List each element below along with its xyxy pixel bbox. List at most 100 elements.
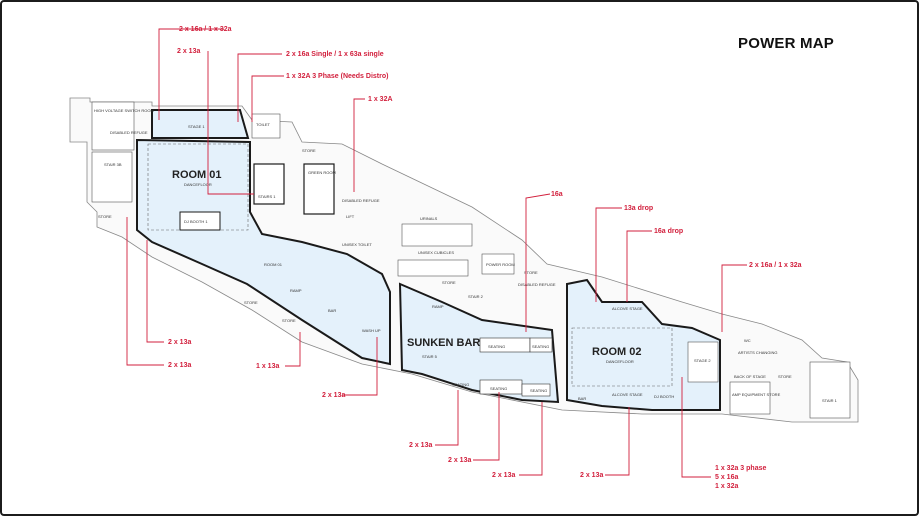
leader-line-c15: [473, 392, 500, 461]
urinals-box: [401, 223, 473, 247]
urinals-label: URINALS: [420, 216, 438, 221]
stair3b-label: STAIR 3B: [104, 162, 122, 167]
callout-c18-line2: 5 x 16a: [715, 474, 738, 481]
wc-label: WC: [744, 338, 751, 343]
leader-line-c16: [519, 402, 543, 476]
unisex-toilet-label: UNISEX TOILET: [342, 242, 372, 247]
callout-c6: 16a: [551, 191, 563, 198]
stair3b-box: [91, 151, 133, 203]
callout-c17: 2 x 13a: [580, 472, 603, 479]
leader-line-c1: [158, 28, 224, 120]
callout-c13: 2 x 13a: [322, 392, 345, 399]
leader-line-c18: [681, 377, 711, 478]
room01-label: ROOM 01: [172, 169, 222, 181]
sunken-bar-label: SUNKEN BAR: [407, 337, 480, 349]
room01-small-label: ROOM 01: [264, 262, 283, 267]
leader-line-c12: [285, 332, 301, 367]
callout-c18-line1: 1 x 32a 3 phase: [715, 465, 766, 472]
room02-dancefloor: [571, 327, 673, 387]
seating-block: [529, 337, 553, 353]
callout-c16: 2 x 13a: [492, 472, 515, 479]
callout-c14: 2 x 13a: [409, 442, 432, 449]
cubicles-box: [397, 259, 469, 277]
stair1-box: [809, 361, 851, 419]
room02-sub-label: DANCEFLOOR: [606, 359, 634, 364]
alcove-stage-top-label: ALCOVE STAGE: [612, 306, 643, 311]
store-g-label: STORE: [778, 374, 792, 379]
stair2-label: STAIR 2: [468, 294, 484, 299]
ramp2-label: RAMP: [432, 304, 444, 309]
callout-c8: 16a drop: [654, 228, 683, 235]
disabled-refuge-a-label: DISABLED REFUGE: [110, 130, 148, 135]
back-of-stage-label: BACK OF STAGE: [734, 374, 766, 379]
stairs1-core: [253, 163, 285, 205]
stage2-box: [687, 341, 719, 383]
green-room-label: GREEN ROOM: [308, 170, 336, 175]
seating3-label: SEATING: [452, 382, 469, 387]
leader-line-c4: [251, 75, 284, 122]
green-room-box: [303, 163, 335, 215]
bar2-label: BAR: [578, 396, 586, 401]
callout-c3: 2 x 16a Single / 1 x 63a single: [286, 51, 384, 58]
leader-line-c13: [342, 337, 378, 396]
wash-up-label: WASH UP: [362, 328, 381, 333]
seating-block: [521, 383, 551, 397]
callout-c10: 2 x 13a: [168, 339, 191, 346]
callout-c2: 2 x 13a: [177, 48, 200, 55]
store-e-label: STORE: [244, 300, 258, 305]
artists-changing-label: ARTISTS CHANGING: [738, 350, 778, 355]
stage2-label: STAGE 2: [694, 358, 711, 363]
hv-room-box: [91, 101, 135, 151]
stairs1-label: STAIRS 1: [258, 194, 276, 199]
leader-line-c17: [605, 407, 630, 476]
leader-line-c3: [237, 53, 282, 122]
alcove-stage-bottom-label: ALCOVE STAGE: [612, 392, 643, 397]
amp-store-box: [729, 381, 771, 415]
callout-c7: 13a drop: [624, 205, 653, 212]
store-c-label: STORE: [442, 280, 456, 285]
power-room-box: [481, 253, 515, 275]
toilet-box: [251, 113, 281, 139]
callout-c15: 2 x 13a: [448, 457, 471, 464]
stage1-area: [151, 109, 250, 139]
room01-sub-label: DANCEFLOOR: [184, 182, 212, 187]
leader-line-c7: [595, 207, 622, 302]
callout-c12: 1 x 13a: [256, 363, 279, 370]
sunken-bar-floor: [398, 282, 560, 404]
ramp-label: RAMP: [290, 288, 302, 293]
leader-line-c8: [626, 230, 652, 302]
stair1-label: STAIR 1: [822, 398, 838, 403]
lift-label: LIFT: [346, 214, 355, 219]
callout-c5: 1 x 32A: [368, 96, 393, 103]
seating1-label: SEATING: [488, 344, 505, 349]
toilet-label: TOILET: [256, 122, 270, 127]
disabled-refuge-c-label: DISABLED REFUGE: [518, 282, 556, 287]
store-b-label: STORE: [98, 214, 112, 219]
hv-room-label: HIGH VOLTAGE SWITCH ROOM: [94, 108, 154, 113]
callout-c4: 1 x 32A 3 Phase (Needs Distro): [286, 73, 388, 80]
store-f-label: STORE: [282, 318, 296, 323]
store-d-label: STORE: [524, 270, 538, 275]
room02-label: ROOM 02: [592, 346, 642, 358]
dj-booth1-label: DJ BOOTH 1: [184, 219, 208, 224]
room01-floor: [136, 138, 391, 366]
seating2-label: SEATING: [532, 344, 549, 349]
seating5-label: SEATING: [530, 388, 547, 393]
callout-c18-line3: 1 x 32a: [715, 483, 738, 490]
stage1-label: STAGE 1: [188, 124, 205, 129]
leader-line-c9: [721, 264, 747, 332]
leader-line-c11: [126, 217, 164, 366]
callout-c1: 2 x 16a / 1 x 32a: [179, 26, 232, 33]
dj-booth1-box: [179, 211, 221, 231]
callout-c9: 2 x 16a / 1 x 32a: [749, 262, 802, 269]
store-a-label: STORE: [302, 148, 316, 153]
stair5-label: STAIR 5: [422, 354, 438, 359]
leader-line-c14: [435, 390, 459, 446]
dj-booth2-label: DJ BOOTH: [654, 394, 674, 399]
page-title: POWER MAP: [738, 35, 834, 52]
callout-c11: 2 x 13a: [168, 362, 191, 369]
leader-line-c2: [207, 51, 254, 195]
unisex-cubicles-label: UNISEX CUBICLES: [418, 250, 454, 255]
